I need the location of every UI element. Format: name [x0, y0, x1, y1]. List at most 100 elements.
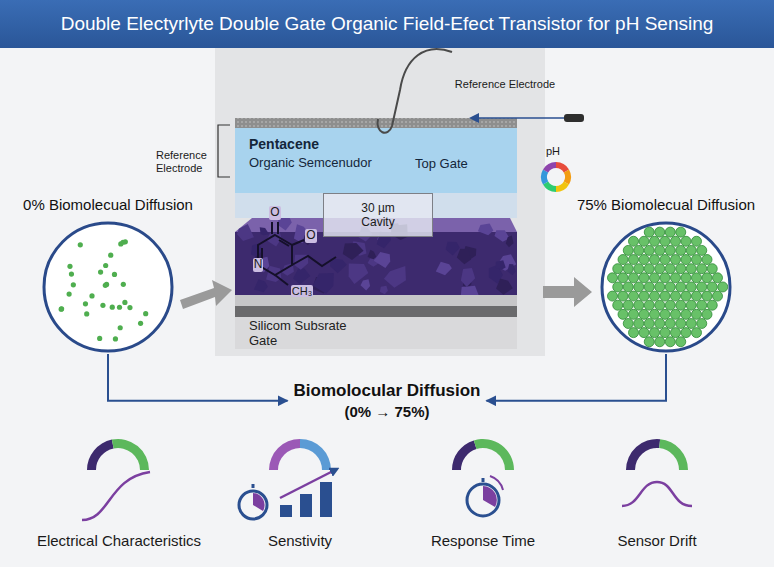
biomolecule-dot	[655, 245, 665, 255]
gauge-arc	[269, 439, 300, 470]
biomolecule-dot	[660, 291, 670, 301]
biomolecule-dot	[618, 309, 628, 319]
biomolecule-dot	[623, 318, 633, 328]
biomolecule-dot	[671, 309, 681, 319]
biomolecule-dot	[67, 264, 72, 269]
biomolecule-dot	[702, 255, 712, 265]
biomolecule-dot	[644, 227, 654, 237]
pentacene-layer	[235, 128, 517, 193]
biomolecule-dot	[655, 227, 665, 237]
electrode-probe	[564, 114, 584, 122]
biomolecule-dot	[671, 273, 681, 283]
device-panel	[215, 48, 545, 356]
biomolecule-dot	[644, 282, 654, 292]
biomolecule-dot	[623, 282, 633, 292]
gauge-arc	[87, 440, 114, 470]
node-text: Pentacene	[249, 136, 319, 152]
biomolecule-dot	[634, 318, 644, 328]
biomolecule-dot	[618, 255, 628, 265]
flow-arrow	[180, 280, 232, 309]
biomolecule-dot	[634, 245, 644, 255]
crystal-grain	[380, 286, 388, 294]
biomolecule-dot	[692, 291, 702, 301]
ph-label: pH	[546, 145, 560, 158]
biomolecule-dot	[89, 293, 94, 298]
electrode-pointer	[474, 117, 566, 119]
biomolecule-dot	[676, 245, 686, 255]
title-band: Double Electyrlyte Double Gate Organic F…	[0, 0, 774, 48]
bar-icon	[280, 505, 292, 517]
metric-label: Response Time	[431, 532, 535, 549]
biomolecule-dot	[613, 300, 623, 310]
biomolecule-dot	[676, 300, 686, 310]
gauge-arc	[659, 439, 688, 470]
biomolecule-dot	[681, 255, 691, 265]
biomolecule-dot	[112, 272, 117, 277]
biomolecule-dot	[650, 255, 660, 265]
crystal-grain	[506, 235, 514, 247]
stopwatch-sector	[483, 486, 497, 507]
biomolecule-dot	[681, 309, 691, 319]
crystal-grain	[293, 268, 310, 284]
biomolecule-dot	[676, 264, 686, 274]
biomolecule-dot	[623, 245, 633, 255]
node-text: 0% Biomolecual Diffusion	[4, 196, 212, 213]
biomolecule-dot	[660, 273, 670, 283]
stopwatch-sector	[253, 493, 265, 511]
carbonyl-bond	[272, 222, 278, 234]
biomolecule-dot	[634, 282, 644, 292]
biomolecule-dot	[69, 271, 74, 276]
diffusion-circle: 0% Biomolecual Diffusion	[4, 196, 212, 353]
biomolecule-dot	[692, 273, 702, 283]
biomolecule-dot	[665, 282, 675, 292]
biomolecule-dot	[650, 328, 660, 338]
biomolecule-dot	[660, 236, 670, 246]
crystal-grain	[446, 242, 460, 256]
crystal-grain	[461, 286, 480, 295]
biomolecule-dot	[655, 300, 665, 310]
particle-circle	[4, 221, 212, 355]
biomolecule-dot	[707, 300, 717, 310]
rotation-arrow	[490, 476, 503, 490]
circle-outline	[44, 223, 172, 351]
metric-label: Electrical Characteristics	[37, 532, 201, 549]
biomolecule-dot	[608, 273, 618, 283]
biomolecule-dot	[83, 301, 88, 306]
biomolecule-dot	[681, 291, 691, 301]
biomolecule-dot	[676, 282, 686, 292]
biomolecule-dot	[692, 328, 702, 338]
node-text: Organic Semcenudor	[249, 155, 372, 170]
atom-label: O	[269, 206, 280, 220]
cavity-box: 30 µm Cavity	[323, 193, 433, 237]
biomolecule-dot	[644, 245, 654, 255]
biomolecule-dot	[676, 337, 686, 347]
biomolecule-dot	[608, 291, 618, 301]
biomolecule-dot	[113, 336, 118, 341]
biomolecule-dot	[697, 264, 707, 274]
pyridine-ring	[258, 235, 292, 275]
bottom-gate-layer	[235, 306, 517, 317]
biomolecule-dot	[639, 236, 649, 246]
node-text: Silicom Subsrate Gate	[249, 318, 367, 348]
gate-oxide-layer	[235, 295, 517, 306]
biomolecule-dot	[629, 309, 639, 319]
biomolecule-dot	[686, 264, 696, 274]
metric-label: Senstivity	[268, 532, 332, 549]
crystal-grain	[374, 252, 391, 268]
biomolecule-dot	[660, 328, 670, 338]
reference-wire	[378, 49, 452, 133]
biomolecule-dot	[671, 291, 681, 301]
biomolecule-dot	[138, 321, 143, 326]
biomolecule-dot	[634, 300, 644, 310]
node-text: Top Gate	[415, 156, 468, 171]
flow-arrow	[543, 277, 592, 307]
biomolecule-dot	[634, 264, 644, 274]
biomolecule-dot	[697, 282, 707, 292]
biomolecule-dot	[655, 264, 665, 274]
biomolecule-dot	[629, 273, 639, 283]
drift-curve	[622, 482, 692, 506]
biomolecule-dot	[103, 283, 108, 288]
biomolecule-dot	[692, 255, 702, 265]
crystal-grain	[237, 224, 254, 241]
